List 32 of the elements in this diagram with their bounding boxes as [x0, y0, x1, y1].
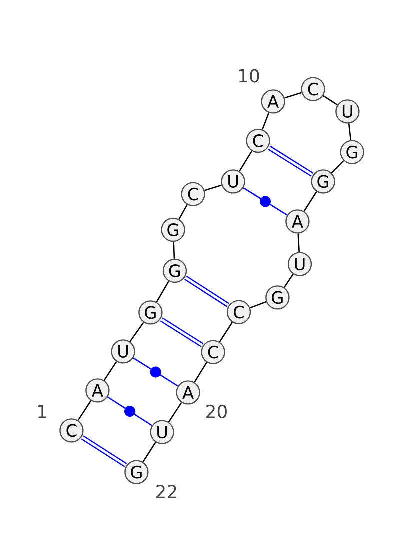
backbone-line — [239, 150, 253, 172]
backbone-line — [142, 442, 156, 462]
backbone-line — [178, 204, 188, 220]
backbone-line — [168, 402, 182, 423]
backbone-line — [304, 192, 318, 212]
backbone-line — [104, 361, 118, 381]
position-number: 22 — [156, 485, 176, 498]
position-number: 20 — [206, 404, 227, 418]
base-pair-line — [108, 396, 152, 426]
backbone-line — [219, 322, 233, 342]
backbone-line — [130, 322, 144, 342]
backbone-line — [298, 234, 300, 252]
position-number: 10 — [240, 69, 260, 83]
base-pair-line — [81, 436, 128, 468]
backbone-line — [348, 124, 352, 140]
backbone-line — [250, 301, 267, 309]
backbone-line — [262, 112, 270, 130]
backbone-line — [331, 160, 344, 174]
backbone-line — [194, 362, 208, 383]
backbone-line — [284, 92, 302, 99]
base-pair-line — [160, 318, 204, 348]
base-pair-line — [133, 358, 178, 387]
base-pair-line — [243, 188, 288, 216]
base-pair-line — [184, 276, 230, 308]
backbone-line — [323, 95, 338, 106]
backbone-line — [78, 400, 92, 421]
position-number: 1 — [38, 405, 46, 418]
backbone-line — [173, 242, 176, 259]
base-pair-line — [268, 146, 314, 177]
backbone-line — [284, 274, 294, 288]
backbone-line — [156, 281, 170, 303]
backbone-line — [204, 184, 222, 192]
